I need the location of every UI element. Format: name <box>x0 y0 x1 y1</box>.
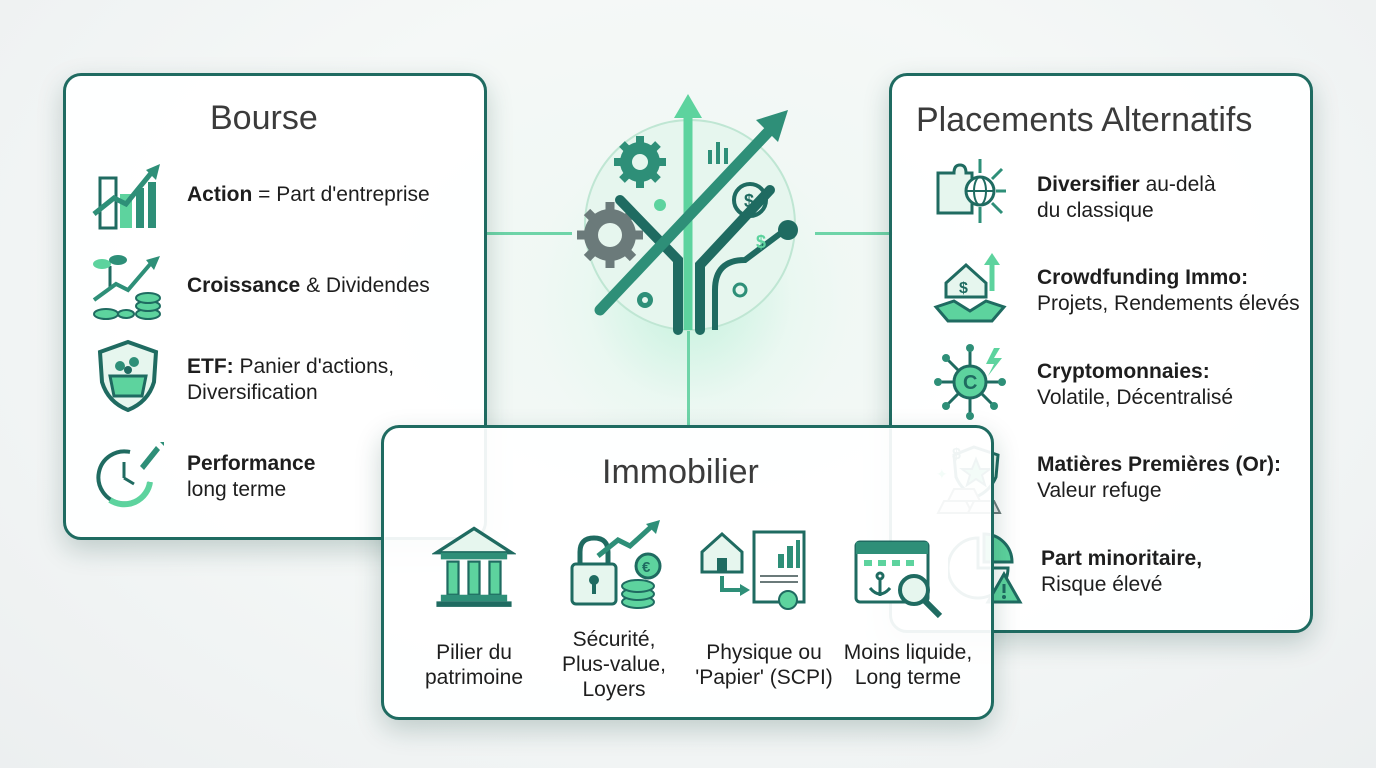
pillar-house-icon <box>430 524 518 608</box>
immobilier-item-text: Physique ou'Papier' (SCPI) <box>695 641 833 689</box>
house-document-icon <box>698 524 814 612</box>
bourse-item-text: ETF: Panier d'actions,Diversification <box>187 355 395 404</box>
svg-text:C: C <box>963 372 977 394</box>
alternatifs-title: Placements Alternatifs <box>916 101 1253 139</box>
bourse-item-text: Croissance & Dividendes <box>187 274 430 297</box>
calendar-anchor-search-icon <box>852 534 948 620</box>
connector-bottom <box>687 330 690 428</box>
crypto-coin-network-icon: C <box>932 344 1008 420</box>
alternatifs-item-text: Crowdfunding Immo:Projets, Rendements él… <box>1037 266 1300 315</box>
svg-text:$: $ <box>756 232 766 252</box>
lock-euro-coins-icon: € <box>564 520 664 612</box>
clock-rocket-icon <box>90 438 166 514</box>
immobilier-item-text: Sécurité,Plus-value,Loyers <box>562 628 666 701</box>
house-handshake-icon: $ <box>932 251 1008 327</box>
city-growth-chart-icon <box>90 158 166 234</box>
bourse-title: Bourse <box>210 99 318 137</box>
svg-text:$: $ <box>744 191 754 211</box>
bourse-item-text: Action = Part d'entreprise <box>187 183 430 206</box>
connector-left <box>487 232 572 235</box>
connector-right <box>815 232 893 235</box>
shield-basket-icon <box>90 338 166 414</box>
alternatifs-item-text: Cryptomonnaies:Volatile, Décentralisé <box>1037 360 1234 409</box>
immobilier-item-text: Moins liquide,Long terme <box>843 641 973 689</box>
svg-text:€: € <box>642 559 651 576</box>
plant-coins-growth-icon <box>90 248 166 324</box>
immobilier-title: Immobilier <box>602 453 759 491</box>
growth-tree-gears-icon: $ $ <box>560 90 820 340</box>
alternatifs-card: Placements Alternatifs Diversifier au-de… <box>889 73 1313 633</box>
alternatifs-item-text: Part minoritaire,Risque élevé <box>1041 547 1203 596</box>
puzzle-globe-icon <box>932 153 1008 229</box>
svg-text:$: $ <box>959 280 968 297</box>
alternatifs-item-text: Matières Premières (Or):Valeur refuge <box>1037 453 1281 502</box>
